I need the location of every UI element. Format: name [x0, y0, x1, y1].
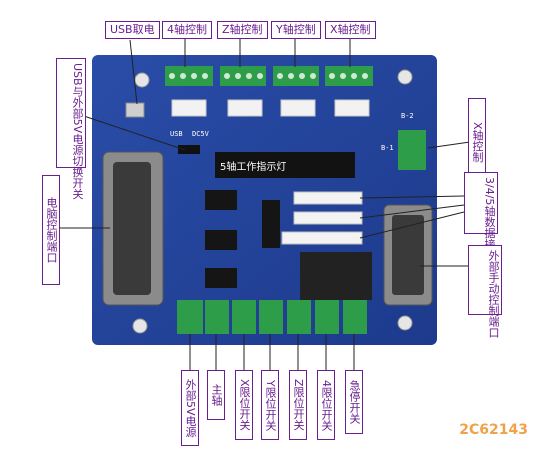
label-x-control-right: X轴控制 [468, 98, 486, 186]
watermark: 2C62143 [459, 422, 528, 438]
silk-usb: USB [170, 130, 183, 138]
label-spindle: 主轴 [207, 370, 225, 420]
label-limit-y: Y限位开关 [261, 370, 279, 440]
label-usb-switch: USB与外部5V电源切换开关 [56, 58, 86, 199]
silk-dc5v: DC5V [192, 130, 210, 138]
label-ext5v: 外部5V电源 [181, 370, 199, 446]
label-limit-z: Z限位开关 [289, 370, 307, 440]
silk-five-axis: 5轴工作指示灯 [220, 160, 286, 173]
label-pc-port: 电脑控制端口 [42, 175, 60, 285]
label-ext-manual: 外部手动控制端口 [468, 245, 502, 338]
silk-b1: B-1 [381, 144, 394, 152]
label-limit-x: X限位开关 [235, 370, 253, 440]
top-terminal-blocks [165, 66, 373, 86]
silk-b2: B-2 [401, 112, 414, 120]
label-axis4-control: 4轴控制 [162, 21, 212, 39]
label-usb-power: USB取电 [105, 21, 160, 39]
label-io345: 3/4/5轴数据接口 [464, 172, 498, 260]
label-x-control: X轴控制 [325, 21, 376, 39]
label-y-control: Y轴控制 [271, 21, 321, 39]
label-z-control: Z轴控制 [217, 21, 268, 39]
label-limit-4: 4限位开关 [317, 370, 335, 440]
label-emergency: 急停开关 [345, 370, 363, 434]
